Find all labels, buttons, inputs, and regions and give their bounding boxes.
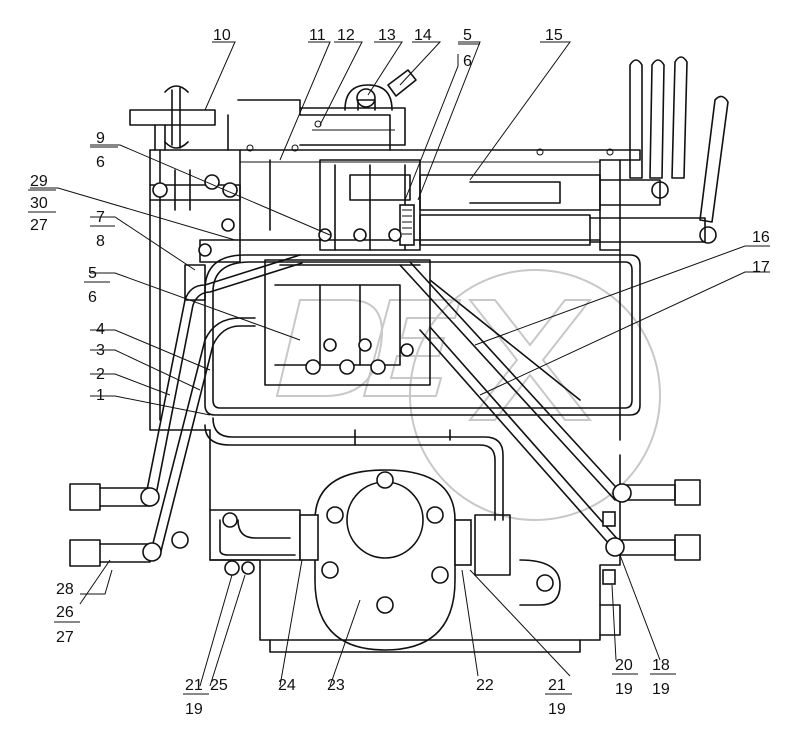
callout-12: 12: [337, 27, 355, 44]
callout-21-right: 21: [548, 677, 566, 694]
left-linkage: [149, 169, 241, 301]
callout-24: 24: [278, 677, 296, 694]
callout-26: 26: [56, 604, 74, 621]
callout-27-top: 27: [30, 217, 48, 234]
control-levers: [629, 56, 729, 244]
callout-1: 1: [96, 387, 105, 404]
valve-block: [318, 159, 421, 251]
callout-19-right: 19: [548, 701, 566, 718]
callout-21-left: 21: [185, 677, 203, 694]
callout-6-left: 6: [96, 154, 105, 171]
lower-housing: [171, 429, 621, 653]
callout-3: 3: [96, 342, 105, 359]
eye-lug: [519, 559, 561, 606]
callout-19-far-right: 19: [652, 681, 670, 698]
callout-5-top: 5: [463, 27, 472, 44]
callout-11: 11: [309, 27, 326, 44]
callout-29: 29: [30, 173, 48, 190]
flange: [299, 469, 511, 651]
callout-28: 28: [56, 581, 74, 598]
callout-19-mid: 19: [615, 681, 633, 698]
callout-18: 18: [652, 657, 670, 674]
callout-27-bottom: 27: [56, 629, 74, 646]
callout-15: 15: [545, 27, 563, 44]
callout-7: 7: [96, 209, 105, 226]
callout-23: 23: [327, 677, 345, 694]
right-fittings: [599, 479, 701, 636]
callout-25: 25: [210, 677, 228, 694]
callout-5-left: 5: [88, 265, 97, 282]
handle-wheel: [129, 85, 216, 151]
callout-14: 14: [414, 27, 432, 44]
callout-30: 30: [30, 195, 48, 212]
callout-2: 2: [96, 366, 105, 383]
callout-6-left-2: 6: [88, 289, 97, 306]
callout-labels: 10 11 12 13 14 5 6 15 9 6 29 30 27 7 8 5…: [28, 27, 770, 718]
leader-lines: [30, 41, 770, 687]
callout-16: 16: [752, 229, 770, 246]
callout-4: 4: [96, 321, 105, 338]
callout-19-left: 19: [185, 701, 203, 718]
callout-10: 10: [213, 27, 231, 44]
callout-22: 22: [476, 677, 494, 694]
valve-section: [264, 259, 431, 386]
callout-9: 9: [96, 130, 105, 147]
pipe-frame: [204, 254, 641, 416]
top-fitting: [344, 69, 417, 111]
watermark-logo: [275, 269, 661, 521]
callout-6-top: 6: [463, 53, 472, 70]
callout-20: 20: [615, 657, 633, 674]
callout-8: 8: [96, 233, 105, 250]
left-fittings: [69, 483, 162, 567]
callout-13: 13: [378, 27, 396, 44]
callout-17: 17: [752, 259, 770, 276]
